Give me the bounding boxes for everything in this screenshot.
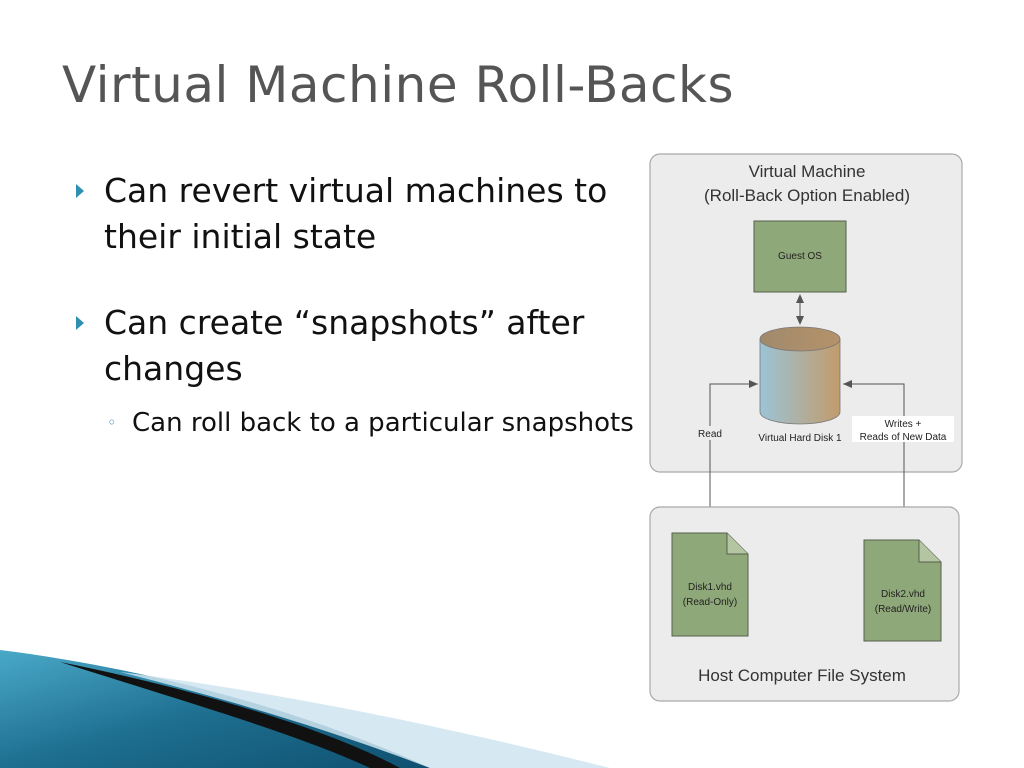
guest-os-box [753,220,847,293]
arrow-down-icon [796,316,804,325]
bullet-item: Can create “snapshots” after changes [74,300,644,392]
bullet-text: Can create “snapshots” after changes [104,303,585,388]
bullet-item: Can revert virtual machines to their ini… [74,168,644,260]
writes-label-line1: Writes + [885,419,922,430]
vm-title: Virtual Machine [749,162,866,181]
read-label: Read [698,429,722,440]
vm-subtitle: (Roll-Back Option Enabled) [704,186,910,205]
sub-bullet-circle-icon: ◦ [107,413,117,432]
disk1-name: Disk1.vhd [688,582,732,593]
arrow-up-icon [796,294,804,303]
read-path [709,380,758,527]
read-label-bg [690,426,728,440]
bullet-arrow-icon [76,184,84,198]
disk2-mode: (Read/Write) [875,604,932,615]
bullet-arrow-icon [76,316,84,330]
write-path [843,380,905,536]
disk2-name: Disk2.vhd [881,589,925,600]
virtual-hard-disk-cylinder [759,326,841,425]
disk2-file-icon [863,539,942,642]
bullet-text: Can revert virtual machines to their ini… [104,171,608,256]
writes-label-line2: Reads of New Data [860,432,947,443]
bullet-list: Can revert virtual machines to their ini… [74,168,644,442]
vm-panel [649,153,963,473]
sub-bullet-text: Can roll back to a particular snapshots [132,408,634,438]
disk1-mode: (Read-Only) [683,597,737,608]
writes-label-bg [852,416,954,442]
vhd-label: Virtual Hard Disk 1 [758,433,842,444]
slide-title: Virtual Machine Roll-Backs [62,56,735,114]
disk1-file-icon [671,532,749,637]
host-fs-label: Host Computer File System [698,666,906,685]
sub-bullet-item: ◦ Can roll back to a particular snapshot… [74,404,644,442]
guest-os-label: Guest OS [778,251,822,262]
